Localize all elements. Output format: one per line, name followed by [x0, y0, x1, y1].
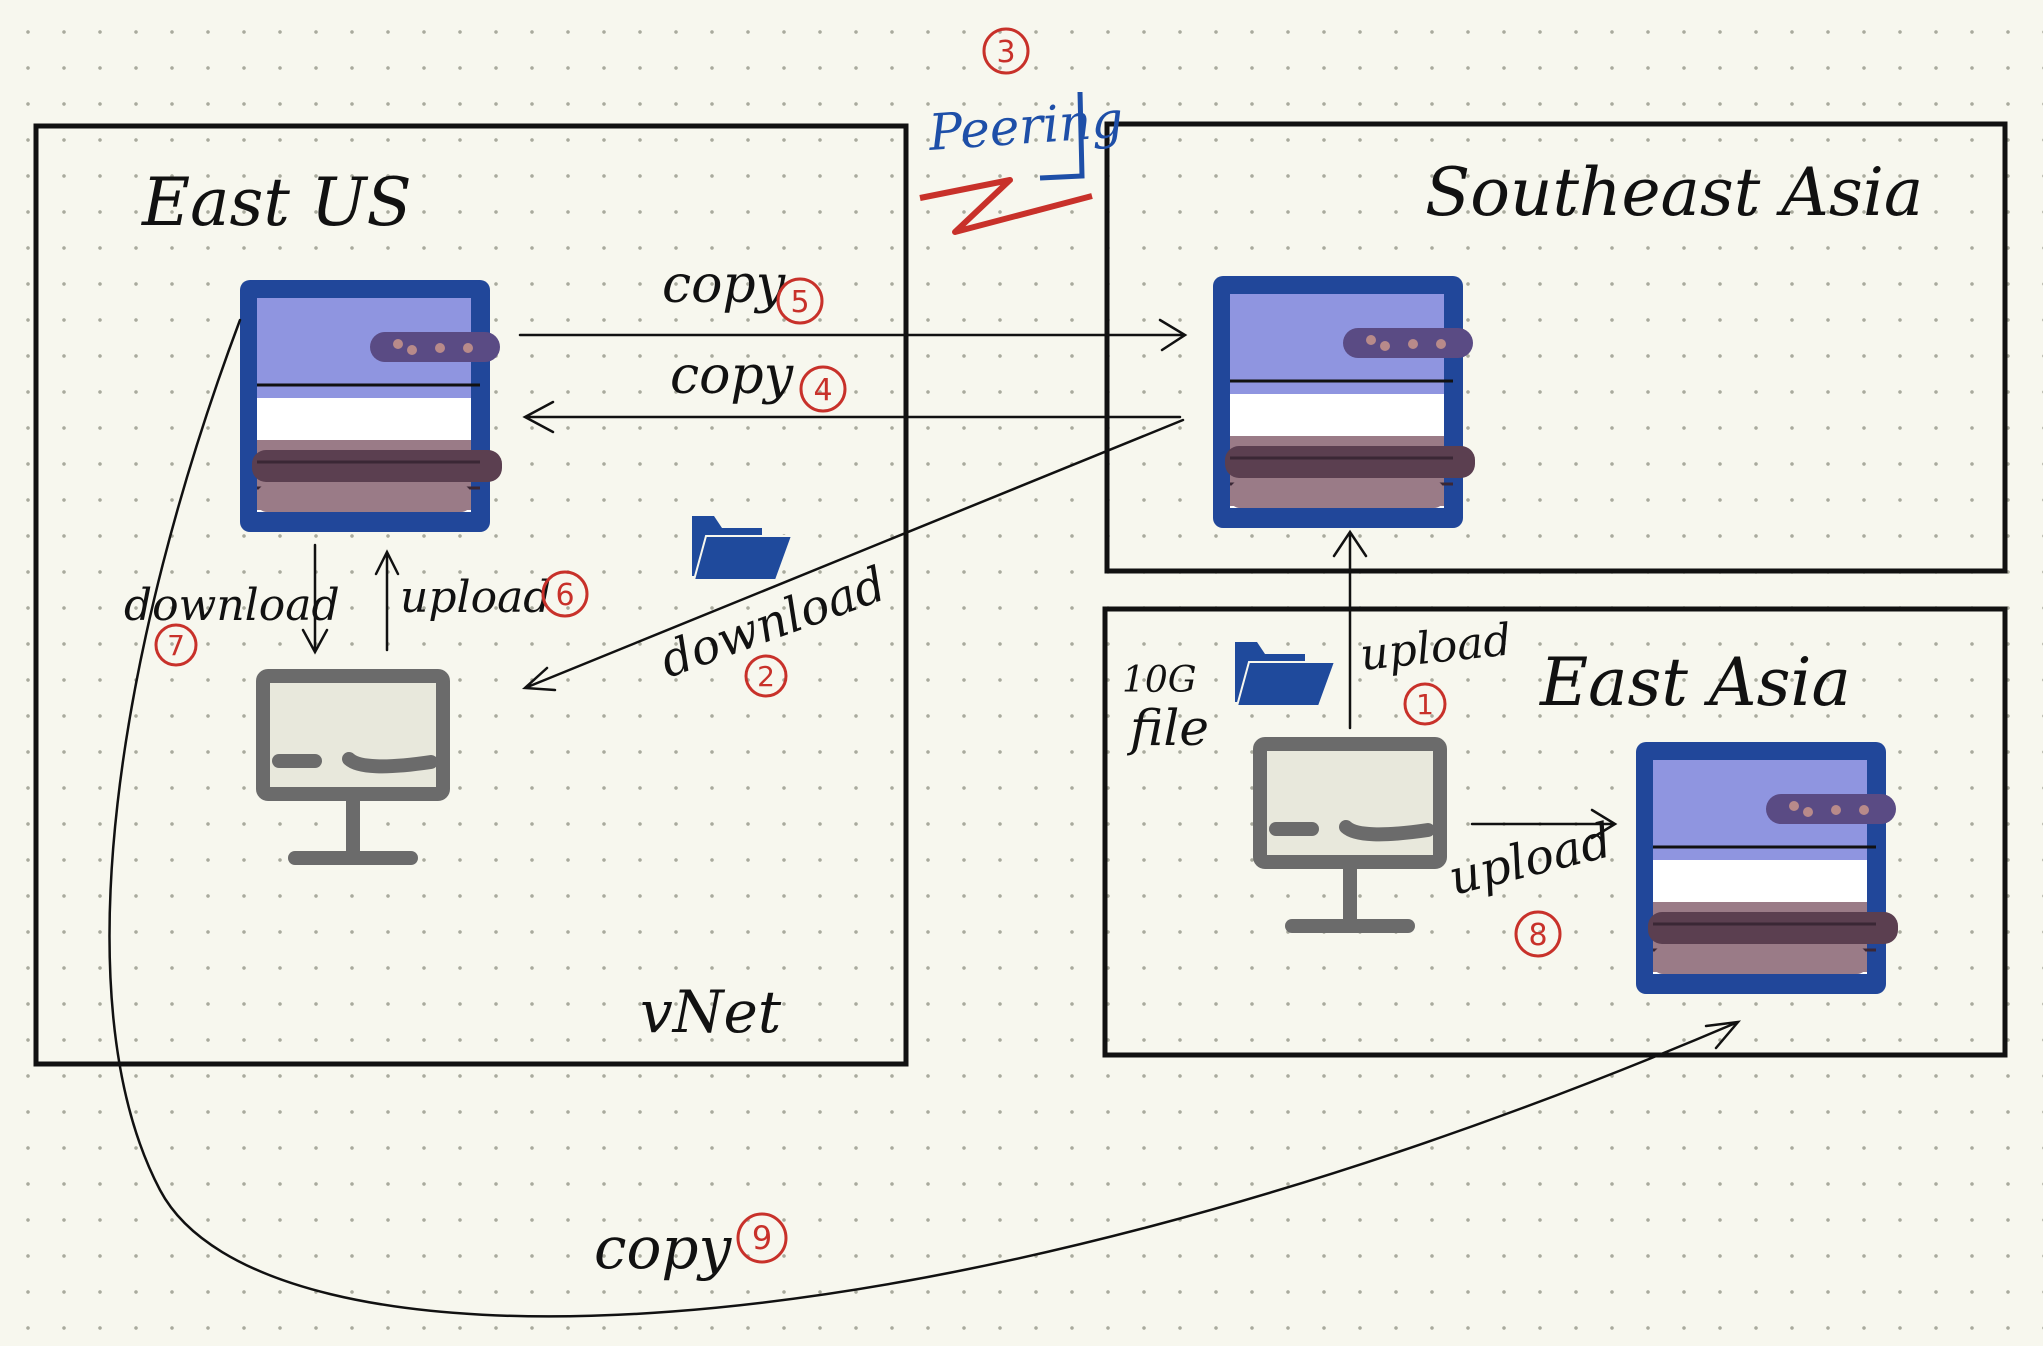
arrow-copy-5	[518, 318, 1188, 352]
step-label-4: copy	[670, 346, 794, 406]
vm-monitor-icon	[263, 676, 443, 858]
step-number-8: 8	[1528, 918, 1547, 953]
peering-label: Peering	[926, 91, 1125, 163]
east-us-region-box	[33, 123, 909, 1067]
step-label-6: upload	[400, 572, 551, 623]
step-number-3: 3	[996, 35, 1015, 70]
step-number-5: 5	[790, 285, 809, 320]
arrow-copy-4	[522, 400, 1182, 434]
storage-account-icon	[238, 278, 504, 534]
step-number-2: 2	[757, 660, 775, 693]
step-label-1: upload	[1358, 614, 1514, 681]
step-number-circle-2	[744, 654, 788, 698]
region-label-southeast-asia: Southeast Asia	[1425, 154, 1923, 231]
file-label-file: file	[1126, 699, 1209, 757]
arrow-upload-8	[1470, 808, 1618, 840]
step-number-6: 6	[555, 578, 574, 613]
step-number-circle-6	[541, 570, 589, 618]
step-number-circle-5	[776, 277, 824, 325]
region-label-east-asia: East Asia	[1539, 644, 1851, 721]
step-number-circle-9	[736, 1212, 788, 1264]
peering-bracket	[1039, 91, 1085, 181]
step-number-4: 4	[813, 373, 832, 408]
arrow-download-7	[301, 543, 329, 655]
step-label-7: download	[124, 580, 340, 631]
step-label-5: copy	[662, 255, 786, 315]
step-number-9: 9	[752, 1219, 772, 1257]
storage-account-icon	[1211, 274, 1477, 530]
vm-monitor-icon	[1260, 744, 1440, 926]
step-label-9: copy	[594, 1214, 733, 1282]
step-number-circle-3	[982, 27, 1030, 75]
storage-account-icon	[1634, 740, 1900, 996]
folder-icon	[691, 515, 793, 581]
step-number-7: 7	[167, 629, 185, 662]
step-label-8: upload	[1443, 812, 1617, 906]
folder-icon	[1234, 641, 1336, 707]
step-number-circle-4	[799, 365, 847, 413]
step-number-circle-1	[1403, 682, 1447, 726]
southeast-asia-region-box	[1104, 121, 2008, 574]
file-label-size: 10G	[1122, 660, 1197, 701]
peering-zigzag	[919, 177, 1093, 235]
vnet-label: vNet	[640, 978, 782, 1046]
step-number-1: 1	[1416, 688, 1434, 721]
east-asia-region-box	[1102, 606, 2008, 1058]
arrow-download-2	[521, 418, 1185, 692]
step-number-circle-7	[154, 623, 198, 667]
arrow-copy-9	[108, 318, 1742, 1318]
arrow-upload-1	[1332, 529, 1368, 730]
step-number-circle-8	[1514, 910, 1562, 958]
arrow-upload-6	[374, 549, 400, 652]
region-label-east-us: East US	[141, 164, 412, 241]
